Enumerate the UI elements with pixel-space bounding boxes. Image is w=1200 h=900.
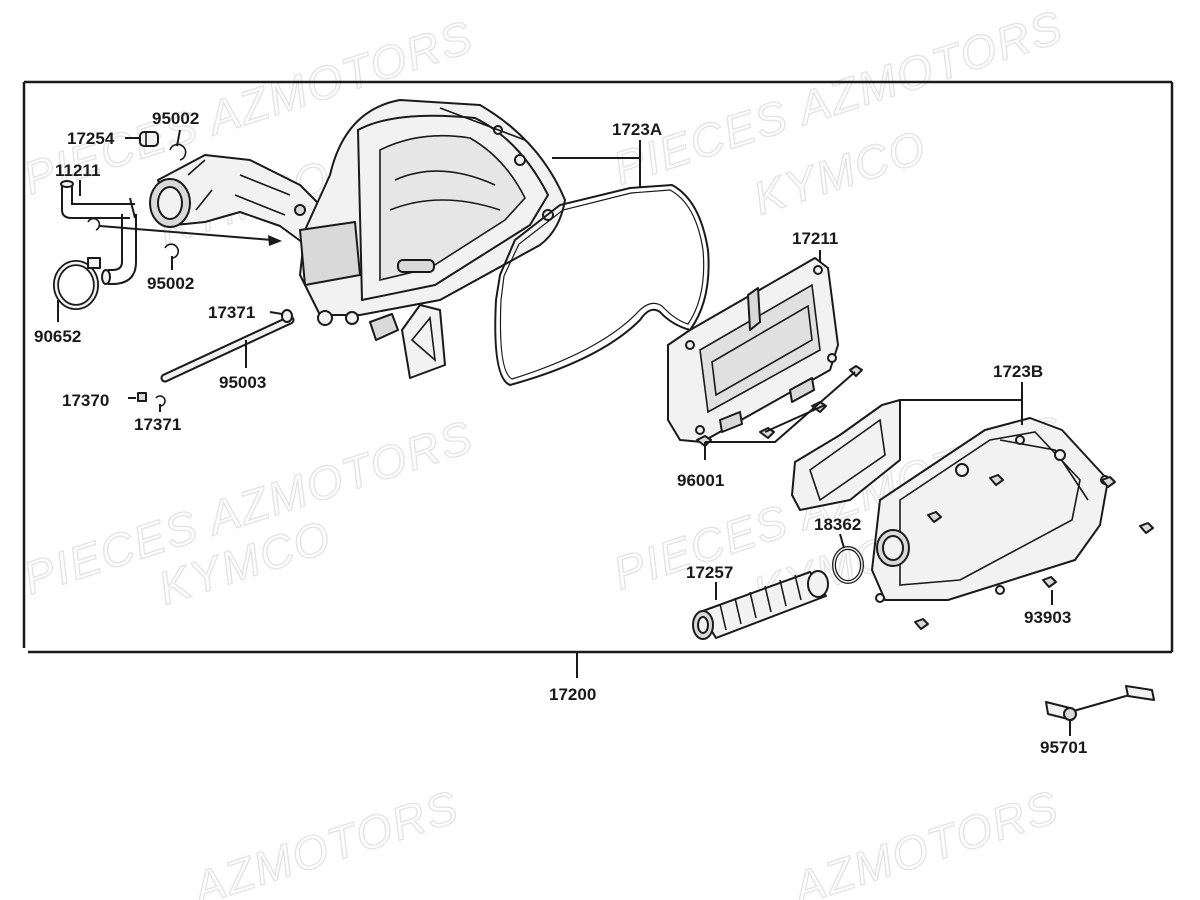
- part-95701-bolt: [1045, 685, 1155, 736]
- label-17371-top: 17371: [208, 303, 255, 322]
- label-17371-bottom: 17371: [134, 415, 181, 434]
- watermark-text: AZMOTORS: [184, 780, 465, 900]
- part-air-cleaner-case: [299, 99, 566, 326]
- label-11211: 11211: [55, 161, 100, 180]
- label-96001: 96001: [677, 471, 724, 490]
- part-1723A-gasket: [494, 140, 710, 387]
- part-17211-element: [667, 250, 839, 443]
- label-17254: 17254: [67, 129, 115, 148]
- part-11211-hose: [60, 180, 137, 285]
- label-17211: 17211: [792, 229, 838, 248]
- part-95002-clip-bottom: [87, 217, 179, 270]
- part-93903-screws: [914, 474, 1154, 630]
- watermark-text: AZMOTORS: [784, 780, 1065, 900]
- label-95002-bottom: 95002: [147, 274, 194, 293]
- label-90652: 90652: [34, 327, 81, 346]
- part-1723B-cover: [791, 382, 1110, 603]
- label-17200: 17200: [549, 685, 596, 704]
- label-95003: 95003: [219, 373, 266, 392]
- label-17257: 17257: [686, 563, 733, 582]
- part-17257-snorkel: [692, 570, 829, 640]
- part-96001-screws: [696, 365, 863, 460]
- label-95701: 95701: [1040, 738, 1087, 757]
- part-18362-oring: [832, 533, 864, 584]
- part-17254-cap: [125, 131, 159, 147]
- part-labels: 17254 95002 11211 95002 90652 17371 9500…: [34, 109, 1087, 757]
- watermark-layer: PIECES AZMOTORS KYMCO PIECES AZMOTORS KY…: [16, 0, 1070, 900]
- label-17370: 17370: [62, 391, 109, 410]
- part-small-block: [369, 304, 446, 379]
- part-90652-clamp: [53, 257, 101, 322]
- assembly-frame: [22, 80, 1174, 678]
- part-95002-clip-top: [169, 129, 187, 161]
- leader-arrow: [99, 225, 282, 246]
- label-95002-top: 95002: [152, 109, 199, 128]
- label-1723A: 1723A: [612, 120, 662, 139]
- part-intake-duct: [149, 154, 331, 249]
- label-18362: 18362: [814, 515, 861, 534]
- label-93903: 93903: [1024, 608, 1071, 627]
- label-1723B: 1723B: [993, 362, 1043, 381]
- part-drain-tube: [128, 309, 295, 412]
